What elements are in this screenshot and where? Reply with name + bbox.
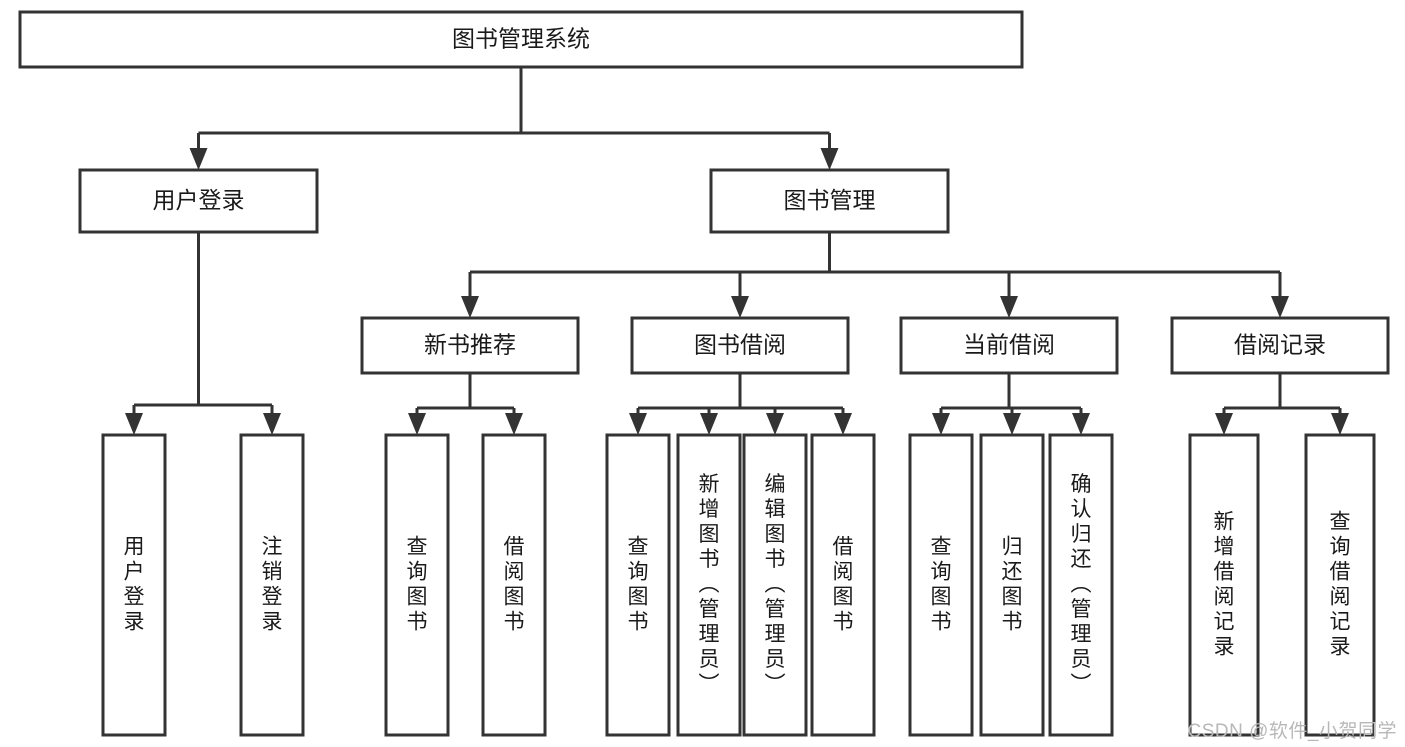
node-root[interactable]: 图书管理系统 [18,10,1024,69]
node-box-user-login [78,168,319,234]
node-box-root [18,10,1024,69]
node-box-book-manage [709,168,950,234]
connector-level2-to-level3 [461,232,1289,318]
node-leaf-query-book-current[interactable]: 查询图书 [908,433,974,737]
node-box-leaf-user-login [101,433,167,737]
node-label-leaf-borrow-book: 借阅图书 [833,535,854,633]
node-label-book-borrow: 图书借阅 [694,332,786,358]
node-label-leaf-edit-book: 编辑图书︵管理员︶ [765,473,786,696]
node-box-current-borrow [899,316,1119,375]
node-box-book-borrow [630,316,850,375]
node-box-leaf-add-book [676,433,742,737]
arrow-head-icon [1000,296,1018,318]
node-label-book-manage: 图书管理 [784,187,876,213]
node-box-borrow-record [1170,316,1390,375]
node-leaf-confirm-return[interactable]: 确认归还︵管理员︶ [1048,433,1114,737]
node-label-leaf-return-book: 归还图书 [1002,535,1023,633]
node-box-leaf-user-logout [239,433,305,737]
node-book-borrow[interactable]: 图书借阅 [630,316,850,375]
arrow-head-icon [629,413,647,435]
watermark-label: CSDN @软件_小贺同学 [1187,721,1397,742]
node-label-user-login: 用户登录 [153,187,245,213]
node-box-leaf-borrow-book-rec [481,433,547,737]
node-label-leaf-add-record: 新增借阅记录 [1214,510,1235,658]
node-leaf-query-book-borrow[interactable]: 查询图书 [605,433,671,737]
node-label-new-book-rec: 新书推荐 [424,332,516,358]
arrow-head-icon [461,296,479,318]
node-label-leaf-confirm-return: 确认归还︵管理员︶ [1071,473,1092,696]
arrow-head-icon [125,413,143,435]
connector-user-login-to-leaves [125,232,281,435]
node-box-leaf-query-record [1304,433,1376,737]
node-box-leaf-query-book-current [908,433,974,737]
node-box-leaf-borrow-book [810,433,876,737]
node-label-current-borrow: 当前借阅 [963,332,1055,358]
arrow-head-icon [1271,296,1289,318]
node-box-leaf-query-book-rec [384,433,450,737]
node-label-leaf-add-book: 新增图书︵管理员︶ [699,473,720,696]
node-label-leaf-query-book-current: 查询图书 [931,535,952,633]
node-leaf-query-book-rec[interactable]: 查询图书 [384,433,450,737]
arrow-head-icon [731,296,749,318]
arrow-head-icon [1215,413,1233,435]
node-label-borrow-record: 借阅记录 [1234,332,1326,358]
node-label-leaf-user-login: 用户登录 [124,535,145,633]
node-label-root: 图书管理系统 [452,26,590,52]
arrow-head-icon [1003,413,1021,435]
node-leaf-borrow-book-rec[interactable]: 借阅图书 [481,433,547,737]
node-label-leaf-user-logout: 注销登录 [262,535,283,633]
node-leaf-user-login[interactable]: 用户登录 [101,433,167,737]
connector-new-book-rec-to-leaves [408,373,523,435]
node-user-login[interactable]: 用户登录 [78,168,319,234]
node-label-leaf-borrow-book-rec: 借阅图书 [504,535,525,633]
node-new-book-rec[interactable]: 新书推荐 [360,316,580,375]
node-label-leaf-query-record: 查询借阅记录 [1330,510,1351,658]
arrow-head-icon [834,413,852,435]
node-leaf-add-book[interactable]: 新增图书︵管理员︶ [676,433,742,737]
arrow-head-icon [766,413,784,435]
connector-current-borrow-to-leaves [932,373,1090,435]
arrow-head-icon [408,413,426,435]
arrow-head-icon [1331,413,1349,435]
node-book-manage[interactable]: 图书管理 [709,168,950,234]
arrow-head-icon [189,148,208,170]
node-label-leaf-query-book-rec: 查询图书 [407,535,428,633]
node-leaf-edit-book[interactable]: 编辑图书︵管理员︶ [742,433,808,737]
arrow-head-icon [700,413,718,435]
connector-layer [125,67,1349,435]
arrow-head-icon [505,413,523,435]
node-borrow-record[interactable]: 借阅记录 [1170,316,1390,375]
node-leaf-add-record[interactable]: 新增借阅记录 [1188,433,1260,737]
node-leaf-return-book[interactable]: 归还图书 [979,433,1045,737]
node-leaf-user-logout[interactable]: 注销登录 [239,433,305,737]
node-box-leaf-add-record [1188,433,1260,737]
node-box-leaf-query-book-borrow [605,433,671,737]
node-leaf-borrow-book[interactable]: 借阅图书 [810,433,876,737]
node-box-leaf-return-book [979,433,1045,737]
node-box-leaf-edit-book [742,433,808,737]
arrow-head-icon [820,148,839,170]
arrow-head-icon [932,413,950,435]
connector-root-to-level2 [189,67,839,170]
node-layer: 图书管理系统用户登录图书管理新书推荐图书借阅当前借阅借阅记录用户登录注销登录查询… [18,10,1390,737]
arrow-head-icon [263,413,281,435]
connector-borrow-record-to-leaves [1215,373,1349,435]
connector-book-borrow-to-leaves [629,373,852,435]
node-leaf-query-record[interactable]: 查询借阅记录 [1304,433,1376,737]
arrow-head-icon [1072,413,1090,435]
node-box-leaf-confirm-return [1048,433,1114,737]
node-box-new-book-rec [360,316,580,375]
node-label-leaf-query-book-borrow: 查询图书 [628,535,649,633]
node-current-borrow[interactable]: 当前借阅 [899,316,1119,375]
